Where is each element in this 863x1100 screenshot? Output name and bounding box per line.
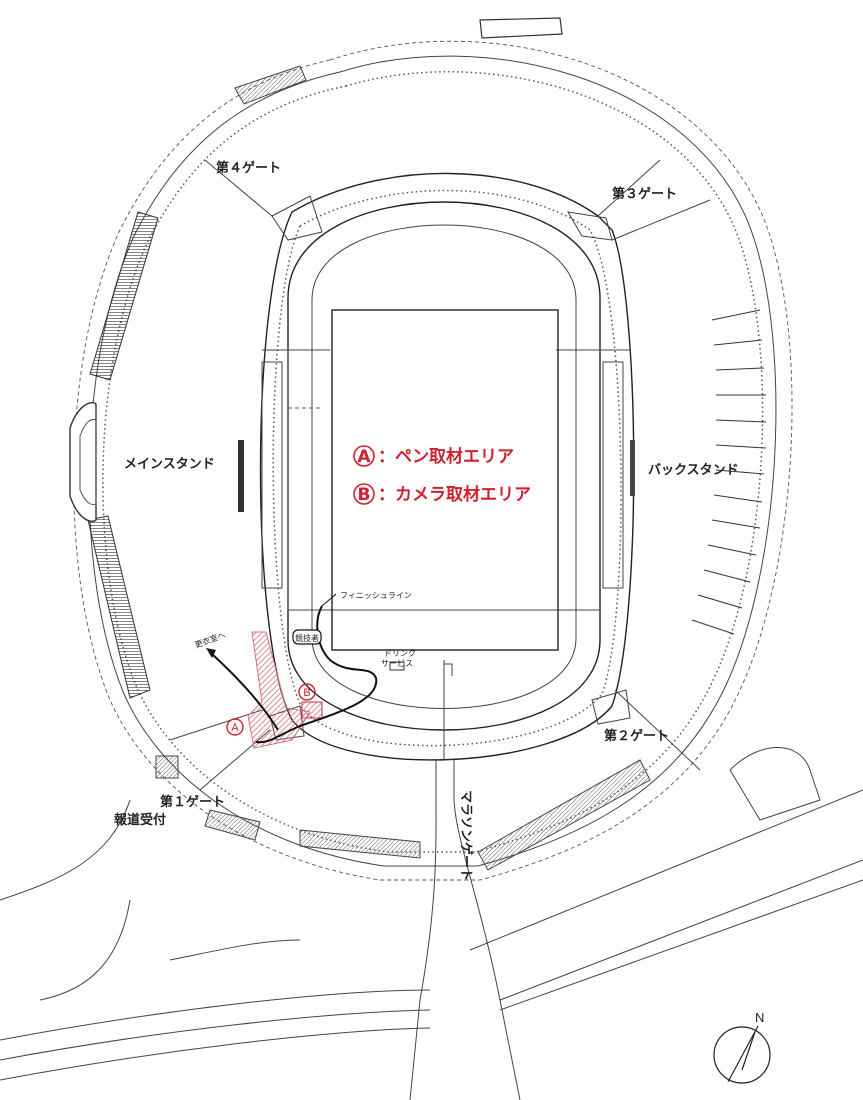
north-arrow: N (713, 1010, 771, 1084)
marker-b: B (298, 683, 316, 701)
inner-stand (169, 159, 711, 791)
gate2-label: 第２ゲート (604, 728, 669, 744)
svg-text:：カメラ取材エリア: ：カメラ取材エリア (378, 484, 531, 505)
area-b-hatch (301, 701, 323, 719)
press-reception-label: 報道受付 (114, 812, 166, 828)
svg-text:B: B (303, 687, 310, 699)
legend-item-b: B ：カメラ取材エリア (353, 483, 531, 505)
svg-text:：ペン取材エリア: ：ペン取材エリア (378, 446, 514, 467)
back-stand-label: バックスタンド (648, 463, 739, 478)
svg-text:競技者: 競技者 (295, 633, 319, 643)
main-stand-seating (69, 211, 244, 699)
upper-seating (155, 17, 651, 871)
drink-service-label-2: サービス (381, 659, 413, 668)
svg-text:B: B (358, 485, 371, 505)
press-areas (206, 593, 378, 749)
gate1-label: 第１ゲート (160, 794, 225, 810)
athletes-badge: 競技者 (292, 629, 322, 645)
roads (0, 747, 863, 1100)
gate4-label: 第４ゲート (216, 160, 281, 176)
gate3-label: 第３ゲート (612, 186, 677, 202)
legend-item-a: A ：ペン取材エリア (353, 445, 514, 467)
svg-text:A: A (357, 447, 371, 467)
marathon-gate-label: マラソンゲート (458, 790, 474, 881)
legend: A ：ペン取材エリア B ：カメラ取材エリア (353, 445, 531, 505)
north-arrow-label: N (755, 1010, 764, 1025)
area-a-hatch (247, 631, 311, 749)
svg-text:A: A (231, 722, 239, 734)
changing-room-label: 更衣室へ (193, 630, 226, 650)
main-stand-label: メインスタンド (124, 457, 215, 472)
finish-line-label: フィニッシュライン (340, 591, 412, 600)
drink-service-label-1: ドリンク (384, 649, 416, 658)
athletics-track (261, 201, 635, 1001)
marker-a: A (226, 718, 244, 736)
back-stand-structure (691, 309, 767, 635)
